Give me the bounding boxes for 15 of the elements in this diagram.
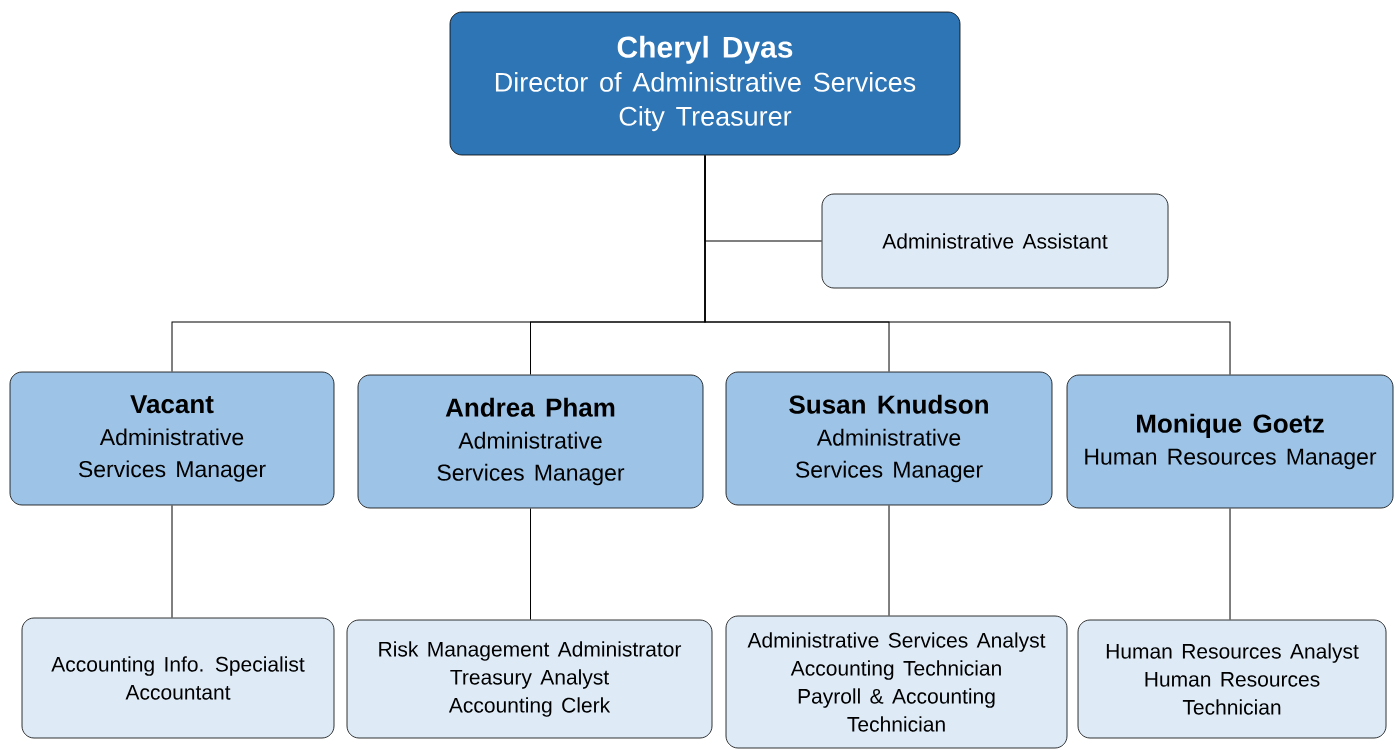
staff-box: Administrative Services Analyst Accounting Technician Payroll & Accounting Technician xyxy=(725,615,1068,749)
staff-box: Risk Management Administrator Treasury Analyst Accounting Clerk xyxy=(346,619,713,739)
staff-box: Human Resources Analyst Human Resources Technician xyxy=(1077,619,1387,739)
connector-line xyxy=(1229,507,1231,621)
manager-box: Andrea Pham Administrative Services Manager xyxy=(357,374,704,509)
connector-line xyxy=(888,504,890,617)
manager-box: Susan Knudson Administrative Services Manager xyxy=(725,371,1053,506)
manager-box: Vacant Administrative Services Manager xyxy=(9,371,335,506)
connector-line xyxy=(530,507,531,621)
manager-box: Monique Goetz Human Resources Manager xyxy=(1066,374,1394,509)
connector-line xyxy=(704,154,1231,376)
director-box: Cheryl Dyas Director of Administrative Services City Treasurer xyxy=(449,11,961,156)
assistant-box: Administrative Assistant xyxy=(821,193,1169,289)
connector-line xyxy=(171,504,173,619)
staff-box: Accounting Info. Specialist Accountant xyxy=(21,617,335,739)
